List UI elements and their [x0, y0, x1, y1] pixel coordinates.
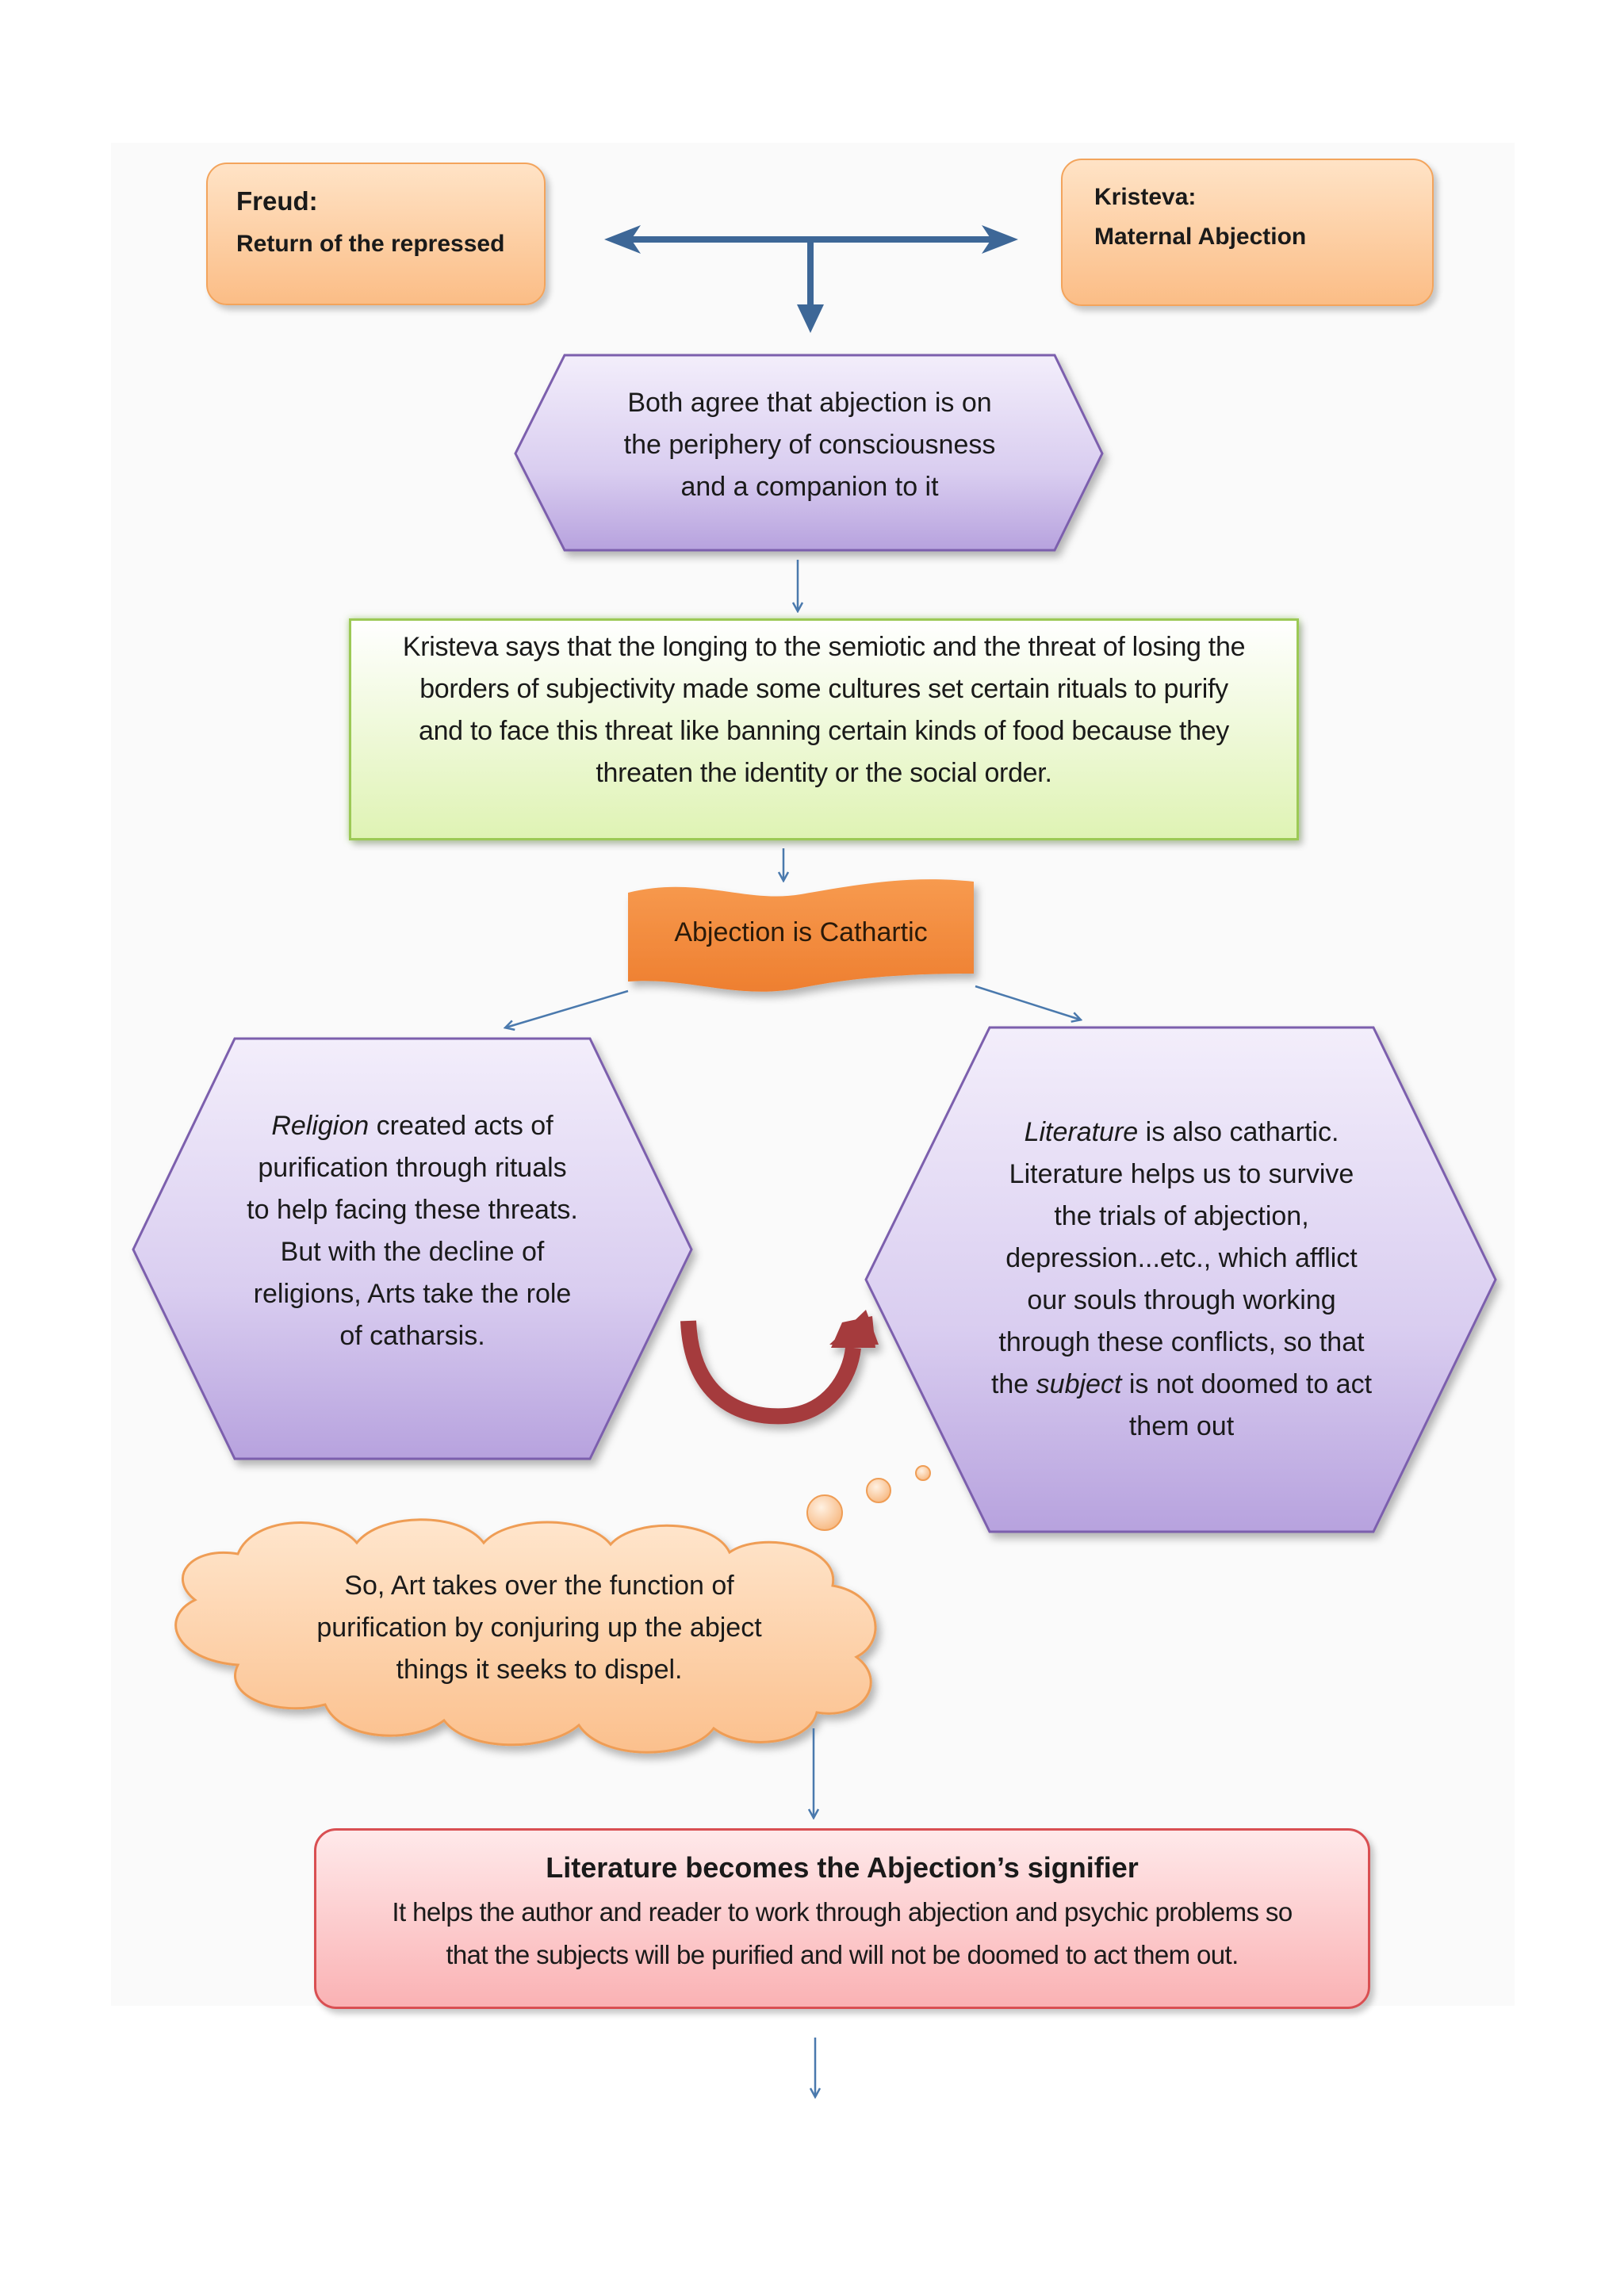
- conclusion-box: Literature becomes the Abjection’s signi…: [314, 1828, 1370, 2009]
- religion-line: religions, Arts take the role: [253, 1279, 572, 1309]
- literature-line: through these conflicts, so that: [998, 1327, 1365, 1357]
- literature-emphasis: Literature: [1024, 1117, 1139, 1147]
- agreement-line: the periphery of consciousness: [623, 430, 996, 460]
- cloud-text: So, Art takes over the function of purif…: [262, 1565, 817, 1691]
- literature-line: our souls through working: [1027, 1285, 1336, 1315]
- religion-line-rest: created acts of: [369, 1111, 553, 1141]
- banner-label: Abjection is Cathartic: [674, 917, 928, 947]
- religion-emphasis: Religion: [271, 1111, 370, 1141]
- religion-line: purification through rituals: [258, 1153, 567, 1183]
- religion-text: Religion created acts of purification th…: [198, 1105, 626, 1357]
- conclusion-line: It helps the author and reader to work t…: [392, 1897, 1293, 1927]
- conclusion-line: that the subjects will be purified and w…: [446, 1940, 1239, 1969]
- literature-line: them out: [1128, 1411, 1235, 1441]
- conclusion-title: Literature becomes the Abjection’s signi…: [546, 1851, 1139, 1884]
- agreement-line: and a companion to it: [680, 472, 939, 502]
- literature-line: depression...etc., which afflict: [1005, 1243, 1358, 1273]
- rituals-line: borders of subjectivity made some cultur…: [419, 674, 1228, 704]
- agreement-text: Both agree that abjection is on the peri…: [565, 382, 1055, 508]
- rituals-line: threaten the identity or the social orde…: [596, 758, 1052, 788]
- religion-line: to help facing these threats.: [247, 1195, 578, 1225]
- rituals-text: Kristeva says that the longing to the se…: [349, 626, 1299, 794]
- cloud-line: things it seeks to dispel.: [396, 1655, 683, 1685]
- rituals-box: [349, 618, 1299, 840]
- agreement-line: Both agree that abjection is on: [627, 388, 992, 418]
- literature-line: Literature helps us to survive: [1009, 1159, 1354, 1189]
- kristeva-box: Kristeva: Maternal Abjection: [1061, 159, 1434, 306]
- literature-post: is not doomed to act: [1121, 1369, 1373, 1399]
- religion-line: of catharsis.: [339, 1321, 485, 1351]
- conclusion-content: Literature becomes the Abjection’s signi…: [316, 1845, 1368, 1976]
- rituals-line: Kristeva says that the longing to the se…: [402, 632, 1246, 662]
- literature-line: the subject is not doomed to act: [944, 1364, 1419, 1406]
- literature-text: Literature is also cathartic. Literature…: [944, 1112, 1419, 1448]
- literature-line: the trials of abjection,: [1054, 1201, 1309, 1231]
- religion-line: But with the decline of: [280, 1237, 545, 1267]
- religion-line: Religion created acts of: [198, 1105, 626, 1147]
- freud-subtitle: Return of the repressed: [236, 231, 505, 257]
- literature-post: is also cathartic.: [1138, 1117, 1339, 1147]
- freud-title: Freud:: [236, 186, 318, 216]
- freud-box: Freud: Return of the repressed: [206, 163, 546, 305]
- cloud-line: So, Art takes over the function of: [344, 1571, 734, 1601]
- literature-pre: the: [990, 1369, 1036, 1399]
- kristeva-subtitle: Maternal Abjection: [1094, 224, 1307, 250]
- subject-emphasis: subject: [1036, 1369, 1122, 1399]
- cloud-line: purification by conjuring up the abject: [316, 1613, 762, 1643]
- kristeva-title: Kristeva:: [1094, 184, 1197, 210]
- rituals-line: and to face this threat like banning cer…: [418, 716, 1230, 746]
- literature-line: Literature is also cathartic.: [944, 1112, 1419, 1154]
